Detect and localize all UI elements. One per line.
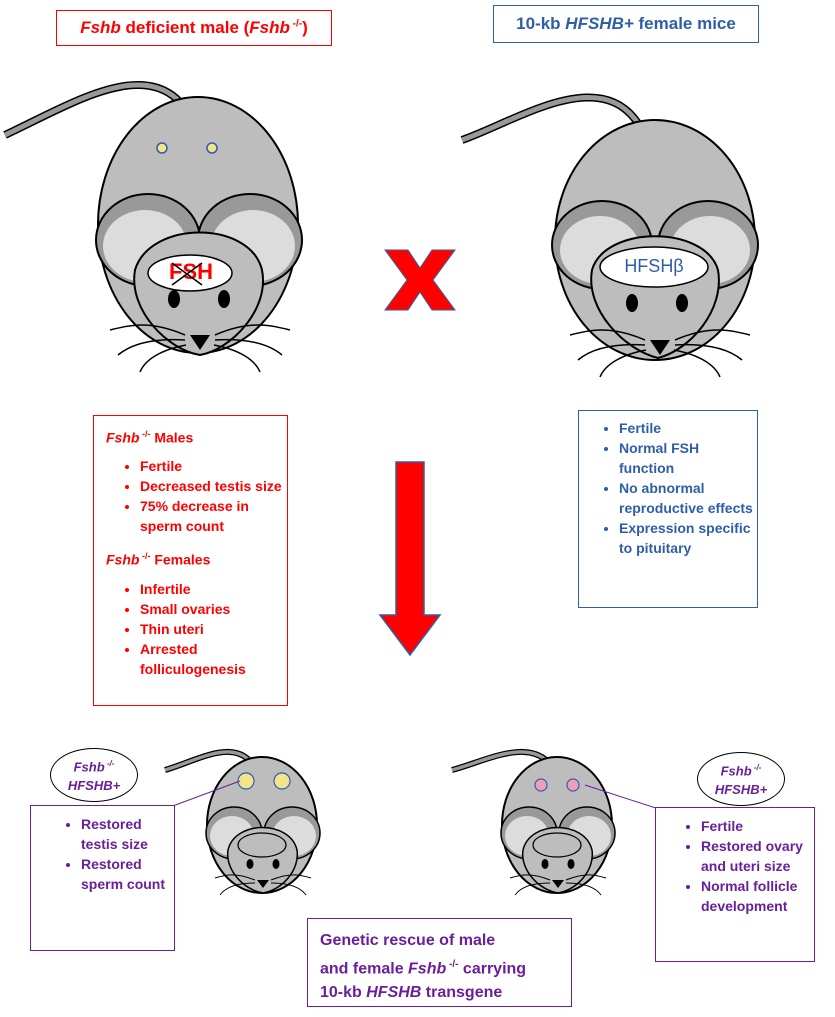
genotype-ellipse-left: Fshb -/- HFSHB+ [50, 748, 138, 802]
list-item: Fertile [701, 816, 814, 836]
summary-line-1: Genetic rescue of male [320, 932, 496, 949]
summary-line-3: 10-kb HFSHB transgene [320, 981, 559, 1005]
female-rescue-list: Fertile Restored ovary and uteri size No… [656, 816, 814, 916]
females-heading: Fshb -/- Females [94, 546, 287, 570]
hfshb-phenotype-box: Fertile Normal FSH function No abnormal … [578, 410, 758, 608]
list-item: Restored ovary and uteri size [701, 836, 814, 876]
rescue-summary-box: Genetic rescue of male and female Fshb -… [307, 918, 572, 1007]
top-right-title: 10-kb HFSHB+ female mice [493, 5, 759, 43]
males-list: Fertile Decreased testis size 75% decrea… [94, 456, 287, 536]
list-item: Restored testis size [81, 814, 174, 854]
fsh-label: FSH [160, 259, 222, 286]
list-item: Fertile [619, 418, 757, 438]
female-rescue-box: Fertile Restored ovary and uteri size No… [655, 807, 815, 962]
males-heading: Fshb -/- Males [94, 424, 287, 448]
gene-name: Fshb [720, 763, 752, 779]
title-close: ) [302, 18, 308, 37]
male-rescue-box: Restored testis size Restored sperm coun… [30, 805, 175, 951]
list-item: Normal FSH function [619, 438, 757, 478]
title-text: female mice [633, 14, 736, 33]
gene-name: HFSHB [366, 984, 422, 1002]
list-item: Expression specific to pituitary [619, 518, 757, 558]
list-item: Thin uteri [140, 619, 287, 639]
title-text: deficient male ( [120, 18, 250, 37]
gene-name: Fshb [106, 551, 140, 568]
genotype: -/- [751, 763, 762, 773]
mouse-bottom-left [164, 748, 321, 896]
genotype: -/- [139, 550, 151, 561]
list-item: Arrested folliculogenesis [140, 639, 287, 679]
gene-name: Fshb [408, 960, 447, 978]
summary-text: and female [320, 960, 409, 978]
list-item: Normal follicle development [701, 876, 814, 916]
title-gene-2: Fshb [249, 18, 290, 37]
hfshb-label: HFSHβ [624, 256, 684, 276]
list-item: 75% decrease in sperm count [140, 496, 287, 536]
male-rescue-list: Restored testis size Restored sperm coun… [31, 814, 174, 894]
hfshb-list: Fertile Normal FSH function No abnormal … [579, 418, 757, 558]
heading-text: Females [150, 551, 211, 568]
mouse-top-left [3, 81, 303, 373]
transgene: HFSHB+ [67, 777, 121, 793]
heading-text: Males [150, 429, 194, 446]
list-item: No abnormal reproductive effects [619, 478, 757, 518]
gene-name: Fshb [106, 429, 140, 446]
summary-text: 10-kb [320, 984, 367, 1002]
genotype-ellipse-right: Fshb -/- HFSHB+ [697, 752, 785, 806]
title-gene: HFSHB+ [565, 14, 634, 33]
down-arrow [378, 461, 442, 657]
list-item: Restored sperm count [81, 854, 174, 894]
title-genotype: -/- [289, 18, 303, 30]
gene-name: Fshb [73, 759, 105, 775]
list-item: Small ovaries [140, 599, 287, 619]
title-prefix: 10-kb [516, 14, 566, 33]
strike-icon [171, 262, 203, 286]
genotype: -/- [139, 429, 151, 439]
transgene: HFSHB+ [714, 781, 768, 797]
list-item: Infertile [140, 579, 287, 599]
list-item: Decreased testis size [140, 476, 287, 496]
mouse-bottom-right [451, 749, 616, 896]
summary-text: transgene [421, 984, 503, 1002]
cross-symbol [384, 249, 456, 311]
females-list: Infertile Small ovaries Thin uteri Arres… [94, 579, 287, 679]
title-gene: Fshb [80, 18, 121, 37]
summary-text: carrying [458, 960, 527, 978]
genotype: -/- [104, 759, 115, 769]
genotype: -/- [446, 959, 459, 970]
mouse-top-right [460, 93, 759, 378]
list-item: Fertile [140, 456, 287, 476]
top-left-title: Fshb deficient male (Fshb -/-) [56, 10, 332, 46]
fshb-phenotype-box: Fshb -/- Males Fertile Decreased testis … [93, 415, 288, 706]
summary-line-2: and female Fshb -/- carrying [320, 953, 559, 981]
